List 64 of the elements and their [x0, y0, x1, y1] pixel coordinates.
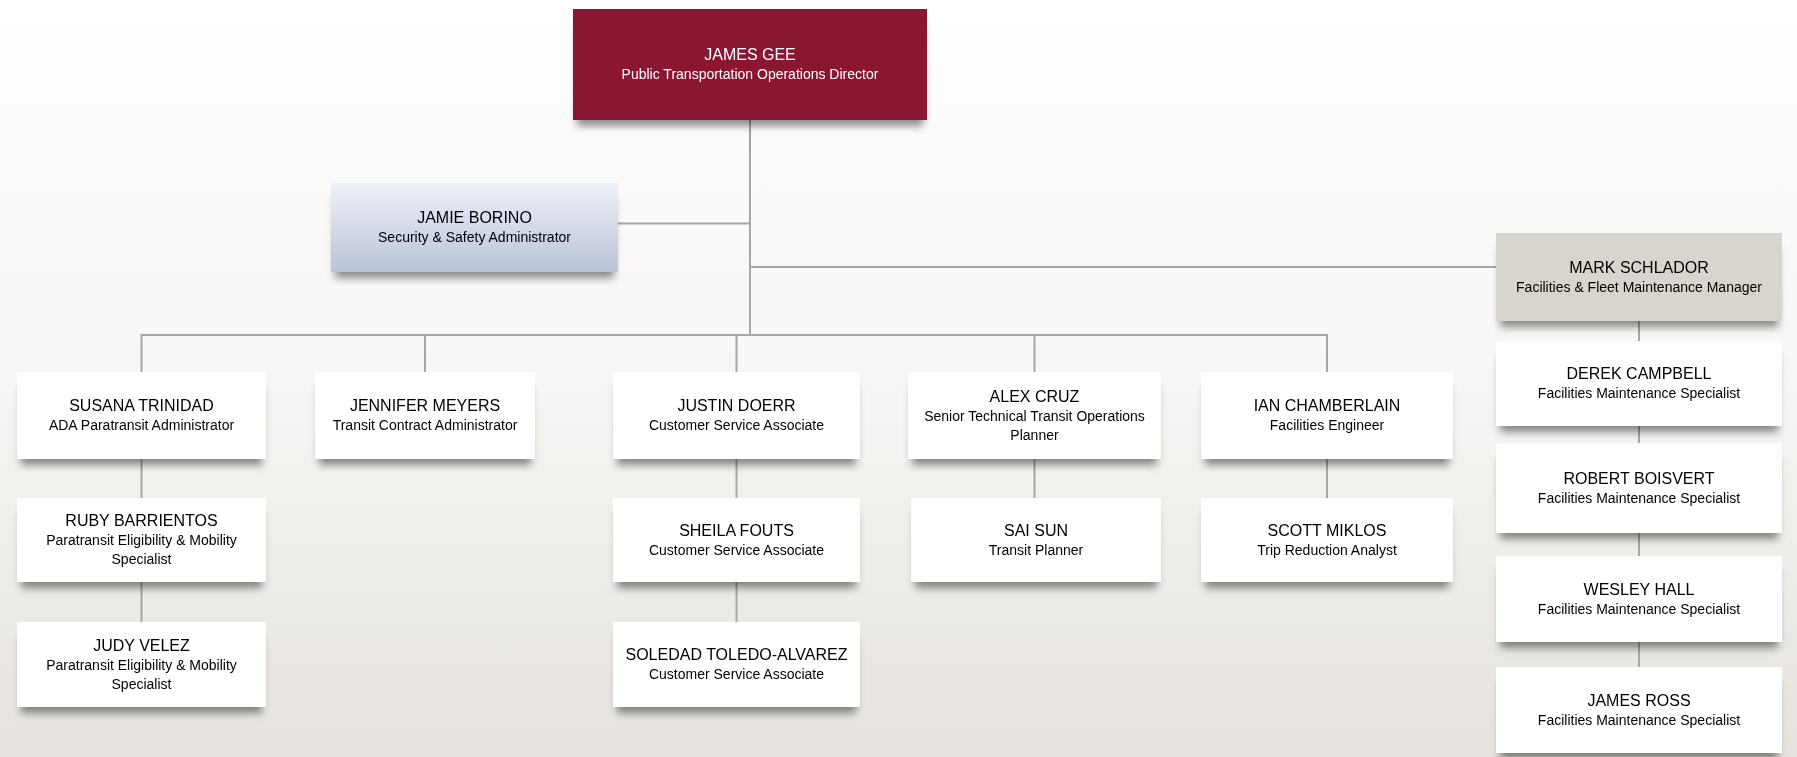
org-box: [331, 183, 618, 272]
job-title: Paratransit Eligibility & Mobility Specialist: [45, 655, 238, 694]
job-title: Transit Contract Administrator: [332, 416, 518, 435]
job-title: Transit Planner: [988, 540, 1084, 560]
org-box: [1496, 233, 1782, 321]
connector-line: [735, 581, 738, 623]
connector-line: [1638, 425, 1640, 444]
person-name: SUSANA TRINIDAD: [69, 396, 214, 416]
person-name: JAMES ROSS: [1587, 690, 1691, 711]
connector-line: [1638, 641, 1640, 668]
job-title: ADA Paratransit Administrator: [48, 416, 235, 435]
org-box: [911, 498, 1161, 582]
org-box: [315, 372, 535, 459]
job-title: Customer Service Associate: [648, 665, 825, 684]
job-title: Senior Technical Transit Operations Planner: [923, 406, 1146, 445]
person-name: ALEX CRUZ: [989, 386, 1080, 407]
person-name: JENNIFER MEYERS: [349, 396, 501, 416]
person-name: SAI SUN: [1004, 520, 1068, 541]
org-box: [1496, 556, 1782, 642]
org-box: [613, 498, 860, 582]
person-name: IAN CHAMBERLAIN: [1253, 396, 1401, 416]
job-title: Trip Reduction Analyst: [1257, 540, 1397, 560]
person-name: JUDY VELEZ: [93, 635, 190, 656]
connector-line: [140, 458, 143, 499]
connector-line: [1326, 458, 1328, 499]
org-box: [1201, 372, 1453, 459]
job-title: Security & Safety Administrator: [378, 228, 571, 247]
connector-line: [140, 581, 143, 623]
person-name: SCOTT MIKLOS: [1267, 520, 1387, 541]
org-box: [17, 372, 266, 459]
org-box: [613, 622, 860, 707]
connector-line: [1033, 458, 1036, 499]
job-title: Facilities Maintenance Specialist: [1537, 488, 1741, 508]
job-title: Facilities Maintenance Specialist: [1537, 384, 1741, 403]
job-title: Facilities Engineer: [1269, 416, 1385, 435]
org-box: [1496, 341, 1782, 426]
person-name: JAMIE BORINO: [417, 208, 532, 228]
org-box: [1496, 443, 1782, 533]
org-box: [17, 498, 266, 582]
connector-line: [1638, 320, 1640, 342]
org-box: [908, 372, 1161, 459]
job-title: Customer Service Associate: [648, 540, 825, 560]
job-title: Facilities Maintenance Specialist: [1537, 710, 1741, 730]
person-name: WESLEY HALL: [1583, 579, 1695, 600]
org-box: [613, 372, 860, 459]
person-name: MARK SCHLADOR: [1569, 257, 1709, 278]
org-box: [17, 622, 266, 707]
person-name: JAMES GEE: [704, 45, 796, 65]
job-title: Paratransit Eligibility & Mobility Specialist: [45, 531, 238, 569]
job-title: Facilities & Fleet Maintenance Manager: [1516, 277, 1762, 297]
person-name: DEREK CAMPBELL: [1566, 364, 1712, 384]
connector-line: [1638, 532, 1640, 557]
org-box: [1201, 498, 1453, 582]
job-title: Customer Service Associate: [648, 416, 825, 435]
person-name: JUSTIN DOERR: [677, 396, 796, 416]
job-title: Facilities Maintenance Specialist: [1537, 599, 1741, 619]
person-name: RUBY BARRIENTOS: [65, 511, 218, 531]
person-name: ROBERT BOISVERT: [1563, 468, 1715, 489]
person-name: SOLEDAD TOLEDO-ALVAREZ: [625, 645, 848, 665]
person-name: SHEILA FOUTS: [679, 520, 794, 541]
org-box: [1496, 667, 1782, 753]
org-box: [573, 9, 927, 120]
job-title: Public Transportation Operations Director: [621, 65, 879, 84]
connector-line: [735, 458, 738, 499]
